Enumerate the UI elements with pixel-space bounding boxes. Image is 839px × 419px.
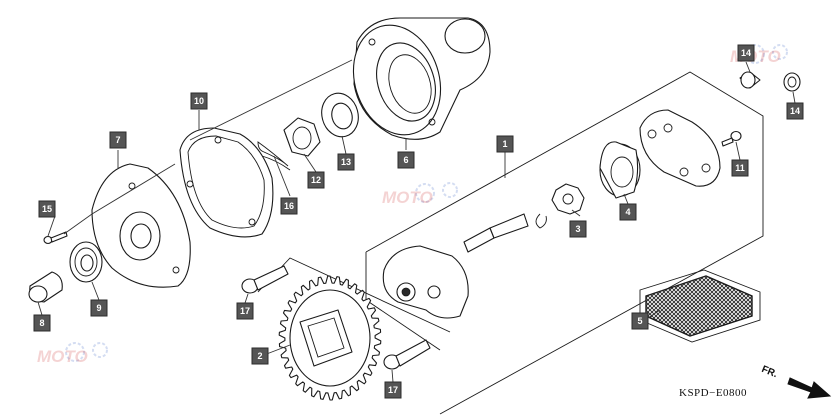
svg-text:9: 9: [96, 303, 101, 313]
lock-nut: [283, 117, 321, 157]
callout-part-7: 7: [109, 131, 127, 149]
callout-part-12: 12: [307, 171, 325, 189]
collar: [28, 271, 63, 303]
crankcase-cover-plate: [91, 163, 191, 288]
svg-text:14: 14: [741, 48, 751, 58]
oil-strainer-screen: [639, 269, 761, 343]
svg-text:MOTO: MOTO: [382, 188, 433, 207]
svg-text:12: 12: [311, 175, 321, 185]
pump-housing-cover: [352, 17, 491, 140]
small-screw: [43, 231, 68, 245]
callout-part-6: 6: [397, 151, 415, 169]
pump-cover-plate: [639, 109, 721, 187]
svg-text:1: 1: [502, 139, 507, 149]
callout-part-9: 9: [90, 299, 108, 317]
callout-part-1: 1: [496, 135, 514, 153]
callout-part-13: 13: [337, 153, 355, 171]
callout-part-8: 8: [33, 314, 51, 332]
callout-part-17-lower: 17: [384, 381, 402, 399]
snap-ring: [535, 213, 547, 229]
callout-part-2: 2: [251, 347, 269, 365]
svg-text:6: 6: [403, 155, 408, 165]
callout-part-3: 3: [569, 220, 587, 238]
callout-part-15: 15: [38, 200, 56, 218]
callout-part-14-second: 14: [786, 102, 804, 120]
svg-text:7: 7: [115, 135, 120, 145]
oil-pump-drive-gear: [278, 275, 382, 401]
leader-lines: [37, 59, 796, 383]
svg-text:17: 17: [240, 306, 250, 316]
oil-pump-body: [382, 213, 529, 319]
callout-part-11: 11: [731, 159, 749, 177]
callout-part-17-upper: 17: [236, 302, 254, 320]
svg-text:14: 14: [790, 106, 800, 116]
oil-seal: [69, 241, 103, 283]
watermark-logo: MOTO: [382, 182, 458, 207]
svg-text:2: 2: [257, 351, 262, 361]
pump-cover-screw: [721, 130, 742, 147]
svg-text:17: 17: [388, 385, 398, 395]
outer-rotor: [599, 141, 641, 199]
svg-text:MOTO: MOTO: [37, 347, 88, 366]
svg-text:11: 11: [735, 163, 745, 173]
cover-gasket: [179, 127, 274, 238]
svg-text:13: 13: [341, 157, 351, 167]
svg-text:5: 5: [637, 316, 642, 326]
washer: [321, 92, 359, 138]
svg-text:10: 10: [194, 96, 204, 106]
dowel-pin: [739, 71, 761, 89]
svg-text:15: 15: [42, 204, 52, 214]
svg-text:16: 16: [284, 201, 294, 211]
watermark-logo: MOTO: [37, 342, 108, 366]
flange-bolt-upper: [241, 265, 289, 294]
svg-text:4: 4: [625, 207, 630, 217]
diagram-code: KSPD−E0800: [679, 387, 748, 399]
callout-part-10: 10: [190, 92, 208, 110]
callout-part-5: 5: [631, 312, 649, 330]
callout-part-14: 14: [737, 44, 755, 62]
flange-bolt-lower: [383, 339, 431, 370]
svg-text:8: 8: [39, 318, 44, 328]
dowel-pin: [783, 72, 801, 92]
callout-part-4: 4: [619, 203, 637, 221]
inner-rotor: [551, 183, 585, 215]
forward-arrow-icon: [787, 377, 832, 399]
callout-part-16: 16: [280, 197, 298, 215]
svg-text:3: 3: [575, 224, 580, 234]
